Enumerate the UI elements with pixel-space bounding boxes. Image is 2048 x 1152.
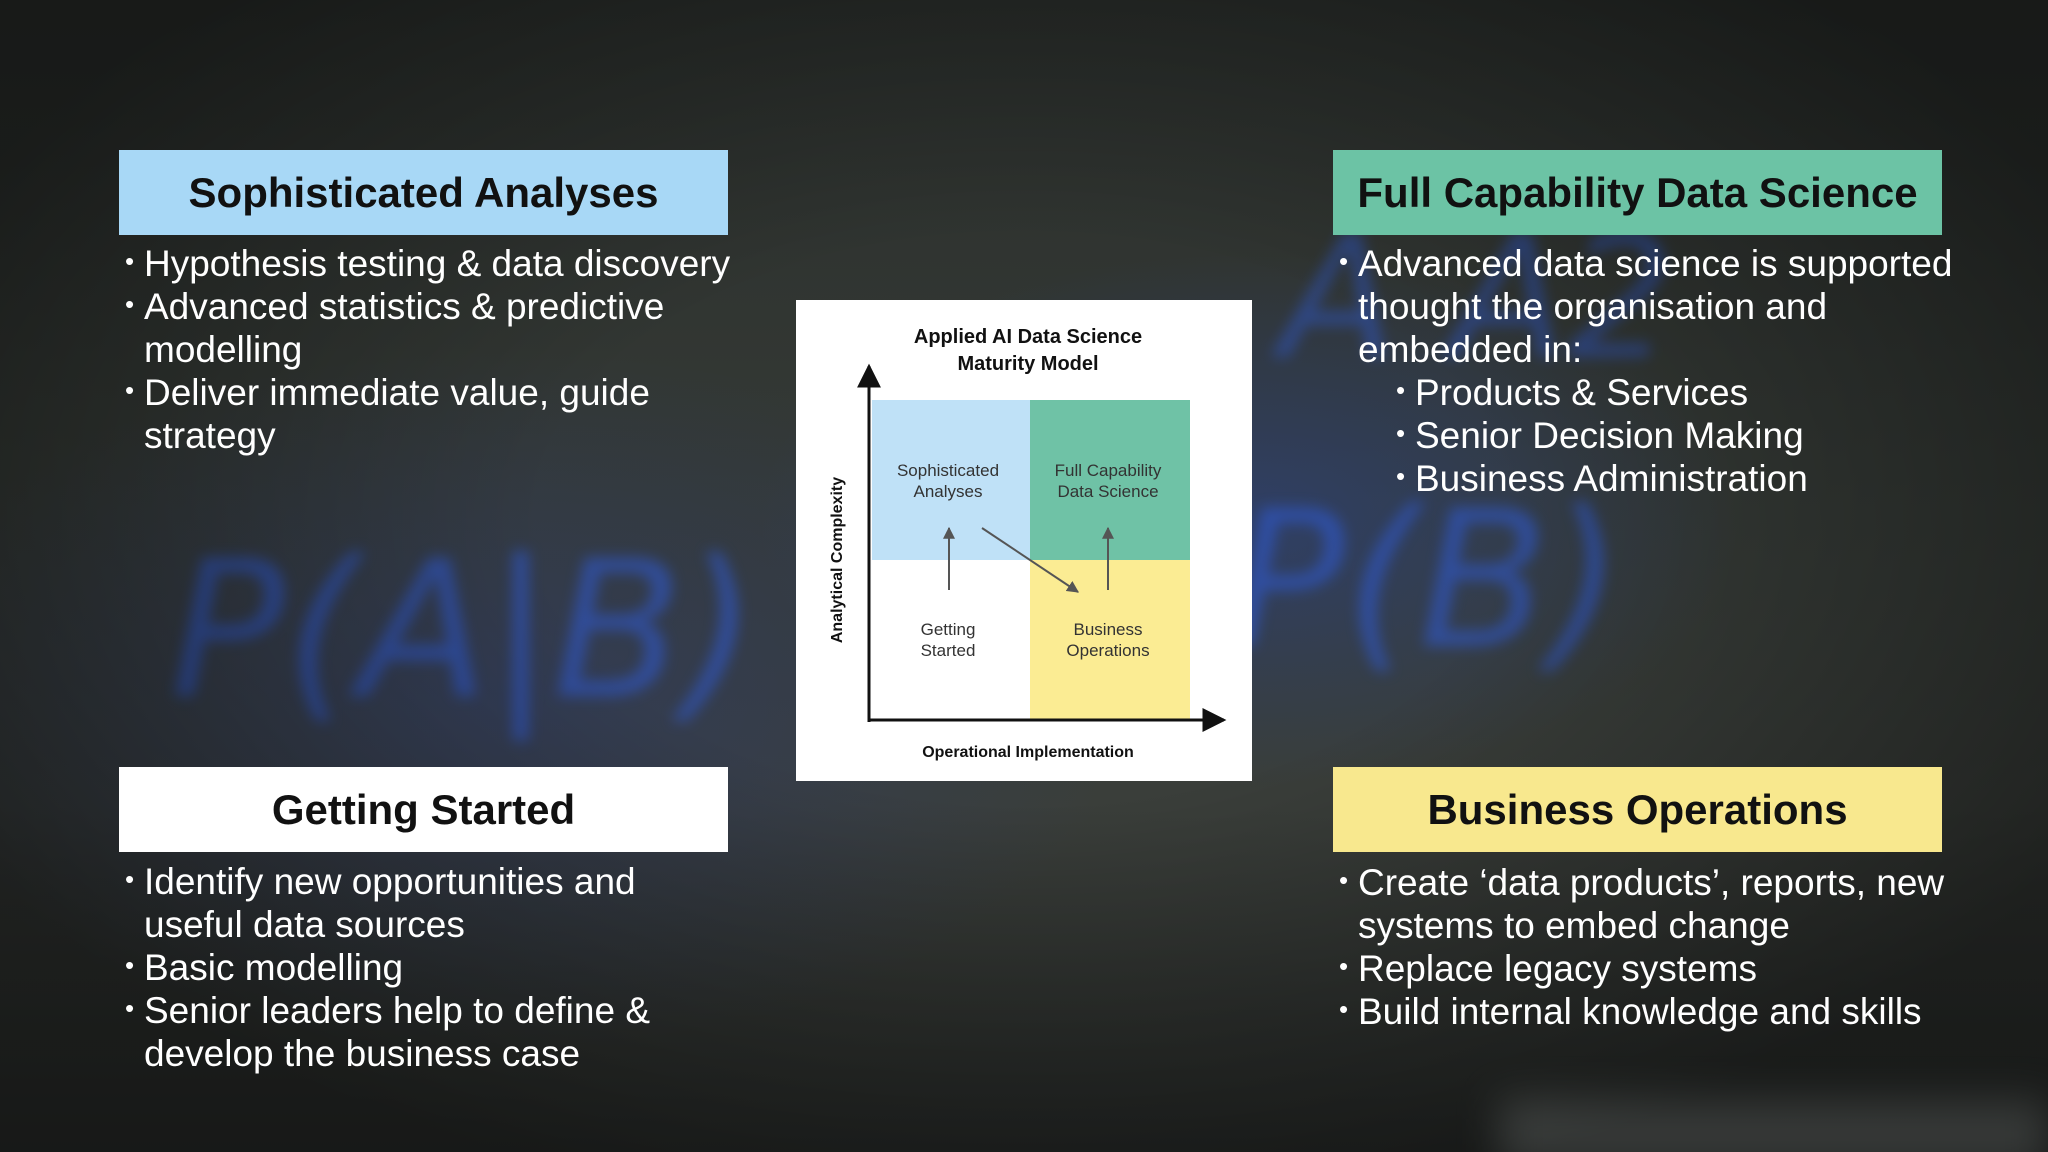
cell-business-operations xyxy=(1030,560,1190,720)
sub-list-item: Products & Services xyxy=(1390,369,1973,414)
cell-label-business-operations-line1: Business xyxy=(1074,620,1143,639)
list-item: Basic modelling xyxy=(119,944,739,989)
x-axis-label: Operational Implementation xyxy=(922,744,1134,761)
diagram-title-line1: Applied AI Data Science xyxy=(914,326,1142,348)
getting-started-title: Getting Started xyxy=(119,767,728,852)
list-item: Advanced statistics & predictive modelli… xyxy=(119,283,739,371)
sub-list-item: Senior Decision Making xyxy=(1390,412,1973,457)
cell-getting-started xyxy=(872,560,1030,720)
cell-label-sophisticated-line2: Analyses xyxy=(914,482,983,501)
cell-label-getting-started-line2: Started xyxy=(921,641,976,660)
full-capability-list: Advanced data science is supported thoug… xyxy=(1333,240,1973,500)
maturity-model-svg: Applied AI Data Science Maturity Model S… xyxy=(829,326,1227,761)
cell-label-sophisticated-line1: Sophisticated xyxy=(897,461,999,480)
list-item: Deliver immediate value, guide strategy xyxy=(119,369,739,457)
sophisticated-analyses-list: Hypothesis testing & data discovery Adva… xyxy=(119,240,739,457)
getting-started-list: Identify new opportunities and useful da… xyxy=(119,858,739,1075)
list-item: Identify new opportunities and useful da… xyxy=(119,858,739,946)
list-item: Senior leaders help to define & develop … xyxy=(119,987,739,1075)
cell-sophisticated-analyses xyxy=(872,400,1030,560)
arrow-sophisticated-to-business-ops xyxy=(981,527,1079,593)
maturity-model-diagram: Applied AI Data Science Maturity Model S… xyxy=(796,300,1252,781)
business-operations-list: Create ‘data products’, reports, new sys… xyxy=(1333,859,1973,1033)
diagram-title-line2: Maturity Model xyxy=(957,353,1098,375)
list-item: Build internal knowledge and skills xyxy=(1333,988,1973,1033)
cell-label-getting-started-line1: Getting xyxy=(921,620,976,639)
cell-label-full-capability-line1: Full Capability xyxy=(1055,461,1162,480)
sub-list-item: Business Administration xyxy=(1390,455,1973,500)
y-axis-label: Analytical Complexity xyxy=(829,477,846,643)
list-item: Replace legacy systems xyxy=(1333,945,1973,990)
full-capability-title: Full Capability Data Science xyxy=(1333,150,1942,235)
list-item: Hypothesis testing & data discovery xyxy=(119,240,739,285)
list-item: Advanced data science is supported thoug… xyxy=(1333,240,1973,371)
cell-label-business-operations-line2: Operations xyxy=(1066,641,1149,660)
list-item: Create ‘data products’, reports, new sys… xyxy=(1333,859,1973,947)
background-light xyxy=(1500,1100,2048,1152)
background-formula-right: P(B) xyxy=(1230,470,1623,691)
cell-full-capability xyxy=(1030,400,1190,560)
cell-label-full-capability-line2: Data Science xyxy=(1057,482,1158,501)
sophisticated-analyses-title: Sophisticated Analyses xyxy=(119,150,728,235)
background-formula-left: P(A|B) xyxy=(170,520,757,741)
business-operations-title: Business Operations xyxy=(1333,767,1942,852)
